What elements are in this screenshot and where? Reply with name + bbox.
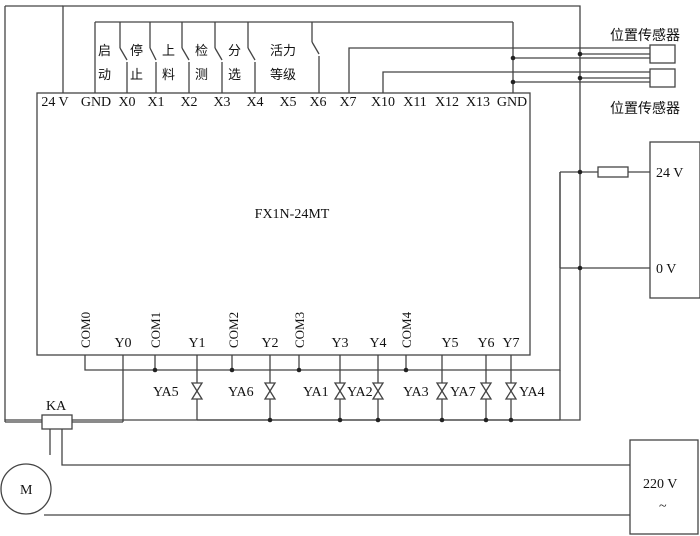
position-sensors: 位置传感器 位置传感器 xyxy=(610,27,680,117)
plc-body xyxy=(36,92,531,356)
terminal-x6: X6 xyxy=(309,95,326,110)
terminal-y5: Y5 xyxy=(441,336,458,351)
terminal-y3: Y3 xyxy=(331,336,348,351)
switch-start-label-1: 启 xyxy=(98,44,111,59)
relay-ka-label: KA xyxy=(46,399,67,414)
y-terminal-labels: Y0 Y1 Y2 Y3 Y4 Y5 Y6 Y7 xyxy=(114,336,519,351)
terminal-24v: 24 V xyxy=(41,95,68,110)
sensor-2-box xyxy=(649,68,676,88)
sensor-2-label: 位置传感器 xyxy=(610,100,680,117)
switch-sort-label-1: 分 xyxy=(228,44,241,59)
terminal-x13: X13 xyxy=(466,95,490,110)
terminal-y1: Y1 xyxy=(188,336,205,351)
terminal-y7: Y7 xyxy=(502,336,519,351)
terminal-y4: Y4 xyxy=(369,336,386,351)
valve-ya5-label: YA5 xyxy=(153,385,179,400)
sensor-1-box xyxy=(649,44,676,64)
switch-load xyxy=(181,22,190,93)
terminal-com1: COM1 xyxy=(148,312,163,348)
terminal-x3: X3 xyxy=(213,95,230,110)
dc-plus-label: 24 V xyxy=(656,166,683,181)
terminal-com0: COM0 xyxy=(78,312,93,348)
terminal-x11: X11 xyxy=(403,95,427,110)
terminal-x1: X1 xyxy=(147,95,164,110)
sensor-1-label: 位置传感器 xyxy=(610,27,680,44)
terminal-com4: COM4 xyxy=(399,311,414,348)
switch-detect-label-1: 检 xyxy=(195,44,208,59)
dc-zero-label: 0 V xyxy=(656,262,676,277)
motor-circuit: KA M 220 V ~ xyxy=(0,355,699,535)
switch-start xyxy=(119,22,128,93)
terminal-x7: X7 xyxy=(339,95,356,110)
switch-stop-label-1: 停 xyxy=(130,43,143,59)
output-common-wiring xyxy=(84,172,561,373)
valve-ya7 xyxy=(479,355,493,420)
switch-sort-label-2: 选 xyxy=(228,68,241,83)
motor xyxy=(0,463,52,515)
valve-ya1-label: YA1 xyxy=(303,385,329,400)
terminal-x0: X0 xyxy=(118,95,135,110)
solenoid-valves: YA5 YA6 YA1 YA2 YA3 YA7 YA4 xyxy=(153,355,561,423)
switch-stop-label-2: 止 xyxy=(130,68,143,83)
terminal-y2: Y2 xyxy=(261,336,278,351)
switch-sort xyxy=(247,22,256,93)
top-terminal-labels: 24 V GND X0 X1 X2 X3 X4 X5 X6 X7 X10 X11… xyxy=(41,95,527,110)
terminal-x10: X10 xyxy=(371,95,395,110)
valve-ya1 xyxy=(333,355,347,420)
terminal-com2: COM2 xyxy=(226,312,241,348)
terminal-x12: X12 xyxy=(435,95,459,110)
valve-ya4-label: YA4 xyxy=(519,385,545,400)
switch-detect xyxy=(214,22,223,93)
terminal-x2: X2 xyxy=(180,95,197,110)
terminal-gnd-right: GND xyxy=(497,95,527,110)
switch-detect-label-2: 测 xyxy=(195,68,208,83)
relay-ka xyxy=(41,414,73,430)
mains-ac-symbol: ~ xyxy=(659,499,667,514)
switch-grade-label-2: 等级 xyxy=(270,67,296,83)
plc-model-label: FX1N-24MT xyxy=(255,207,330,222)
motor-label: M xyxy=(20,483,33,498)
terminal-x4: X4 xyxy=(246,95,263,110)
valve-ya7-label: YA7 xyxy=(450,385,476,400)
dc-supply-box xyxy=(649,141,700,299)
terminal-y0: Y0 xyxy=(114,336,131,351)
terminal-gnd-left: GND xyxy=(81,95,111,110)
valve-ya5 xyxy=(190,355,204,420)
valve-ya4 xyxy=(504,355,518,420)
switch-load-label-2: 料 xyxy=(162,68,175,83)
switch-start-label-2: 动 xyxy=(98,68,111,83)
com-terminal-labels: COM0 COM1 COM2 COM3 COM4 xyxy=(78,311,414,348)
switch-stop xyxy=(149,22,157,93)
switch-load-label-1: 上 xyxy=(162,44,175,59)
mains-voltage-label: 220 V xyxy=(643,477,677,492)
switch-grade xyxy=(311,22,320,93)
terminal-y6: Y6 xyxy=(477,336,494,351)
valve-ya2-label: YA2 xyxy=(347,385,373,400)
mains-supply-box xyxy=(629,439,699,535)
switch-grade-label-1: 活力 xyxy=(270,44,296,59)
terminal-com3: COM3 xyxy=(292,312,307,348)
resistor xyxy=(597,166,629,178)
valve-ya6-label: YA6 xyxy=(228,385,254,400)
valve-ya3-label: YA3 xyxy=(403,385,429,400)
valve-ya3 xyxy=(435,355,449,420)
input-wiring: 启 动 停 止 上 料 检 测 分 选 活力 等级 xyxy=(4,5,650,422)
dc-power-supply: 24 V 0 V xyxy=(560,141,700,299)
terminal-x5: X5 xyxy=(279,95,296,110)
valve-ya6 xyxy=(263,355,277,420)
valve-ya2 xyxy=(371,355,385,420)
